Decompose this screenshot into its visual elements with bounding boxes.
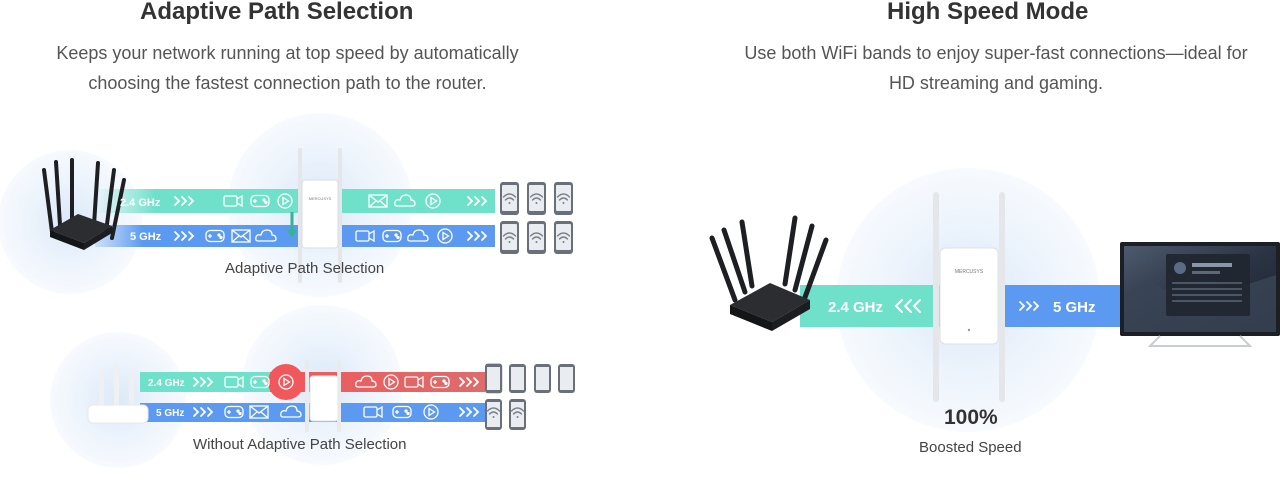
- left-description: Keeps your network running at top speed …: [0, 38, 575, 98]
- label-24-top: 2.4 GHz: [120, 197, 161, 209]
- phone-icon: [534, 364, 551, 393]
- top-diagram-caption: Adaptive Path Selection: [225, 260, 385, 277]
- phone-icon: [554, 221, 573, 254]
- label-5-top: 5 GHz: [130, 231, 162, 243]
- right-title: High Speed Mode: [887, 0, 1089, 25]
- left-description-line2: choosing the fastest connection path to …: [88, 73, 487, 93]
- phone-icon: [527, 182, 546, 215]
- right-description-line1: Use both WiFi bands to enjoy super-fast …: [744, 43, 1248, 63]
- phone-icon: [554, 182, 573, 215]
- router-icon: [42, 158, 126, 250]
- band-24-right: [800, 285, 940, 327]
- phone-icon: [509, 399, 526, 430]
- phone-icon: [500, 221, 519, 254]
- router-icon: [709, 215, 829, 331]
- extender-icon: MERCUSYS: [298, 148, 342, 283]
- phone-icon: [558, 364, 575, 393]
- tv-icon: [1120, 242, 1280, 347]
- extender-brand: MERCUSYS: [309, 196, 332, 201]
- band-24-top: [95, 189, 495, 213]
- right-description-line2: HD streaming and gaming.: [888, 73, 1104, 93]
- right-description: Use both WiFi bands to enjoy super-fast …: [700, 38, 1283, 98]
- switch-arrow-head: [287, 230, 297, 238]
- extender-icon: [305, 360, 341, 432]
- speed-value: 100%: [944, 406, 998, 429]
- extender-brand: MERCUSYS: [955, 269, 984, 275]
- speed-label: Boosted Speed: [919, 439, 1022, 456]
- phone-icon: [485, 364, 502, 393]
- phone-icon: [527, 221, 546, 254]
- phone-icon: [500, 182, 519, 215]
- label-24-bottom: 2.4 GHz: [148, 378, 185, 389]
- left-title: Adaptive Path Selection: [140, 0, 414, 25]
- label-5-bottom: 5 GHz: [156, 408, 184, 419]
- phone-icon: [509, 364, 526, 393]
- blocked-node: [268, 364, 304, 400]
- extender-icon: MERCUSYS: [933, 192, 1005, 402]
- label-24-right: 2.4 GHz: [828, 299, 883, 316]
- left-description-line1: Keeps your network running at top speed …: [56, 43, 519, 63]
- label-5-right: 5 GHz: [1053, 299, 1096, 316]
- phone-icon: [485, 399, 502, 430]
- bottom-diagram-caption: Without Adaptive Path Selection: [193, 436, 407, 453]
- router-icon: [87, 364, 149, 424]
